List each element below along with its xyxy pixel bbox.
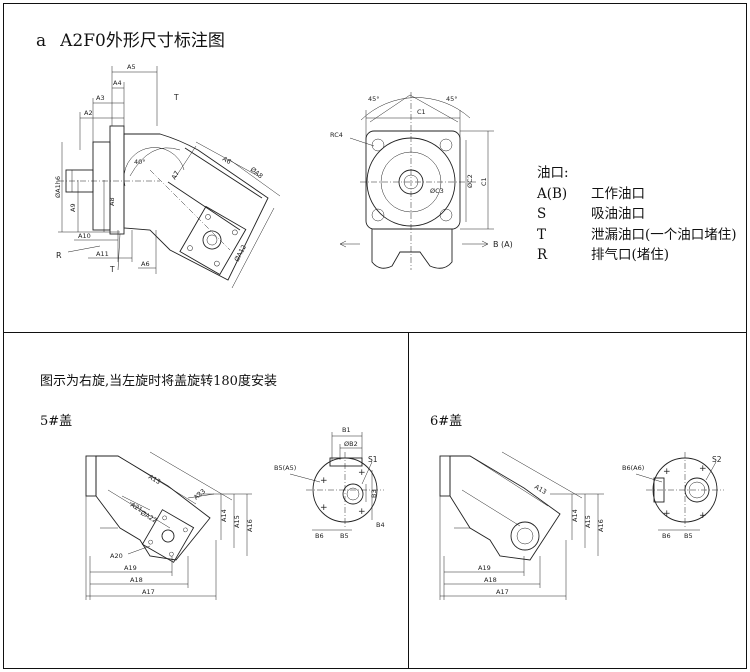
dim-a9: A9 xyxy=(69,203,77,212)
legend-key: R xyxy=(537,247,548,263)
label-t: T xyxy=(173,93,179,102)
dim-a1: ØA1h6 xyxy=(54,176,62,198)
cover6-label: 6#盖 xyxy=(430,414,463,429)
svg-text:+: + xyxy=(320,503,328,513)
label-b5-a5: B5(A5) xyxy=(274,464,296,472)
legend-item: S 吸油油口 xyxy=(537,204,737,225)
label-t2: T xyxy=(109,265,115,274)
svg-text:+: + xyxy=(663,467,671,477)
dim-a13-c6: A13 xyxy=(533,483,548,496)
legend-desc: 排气口(堵住) xyxy=(591,247,670,263)
dim-angle-left: 45° xyxy=(368,95,380,103)
label-rc4: RC4 xyxy=(330,131,343,139)
dim-a17-c6: A17 xyxy=(496,588,509,596)
dim-b3: B3 xyxy=(370,489,378,498)
dim-b2: ØB2 xyxy=(344,440,358,448)
svg-text:+: + xyxy=(699,511,707,521)
dim-c1-vertical: C1 xyxy=(480,177,488,186)
dim-b6-c6: B6 xyxy=(662,532,671,540)
legend-item: R 排气口(堵住) xyxy=(537,245,737,266)
svg-text:+: + xyxy=(663,509,671,519)
legend-key: A(B) xyxy=(537,185,568,202)
legend-desc: 泄漏油口(一个油口堵住) xyxy=(591,226,737,243)
svg-text:+: + xyxy=(699,464,707,474)
legend-item: A(B) 工作油口 xyxy=(537,184,737,205)
dim-a19-c6: A19 xyxy=(478,564,491,572)
dim-b6: B6 xyxy=(315,532,324,540)
label-r: R xyxy=(56,251,62,260)
page-title: a A2F0外形尺寸标注图 xyxy=(36,26,225,51)
dim-c1-top: C1 xyxy=(417,108,426,116)
dim-a17: A17 xyxy=(142,588,155,596)
dim-a15-c6: A15 xyxy=(584,515,592,528)
dim-b5-c6: B5 xyxy=(684,532,693,540)
dim-angle-right: 45° xyxy=(446,95,458,103)
svg-text:+: + xyxy=(320,476,328,486)
dim-b1: B1 xyxy=(342,426,351,434)
dim-b5: B5 xyxy=(340,532,349,540)
dim-a8: A8 xyxy=(108,197,116,206)
dim-a10: A10 xyxy=(78,232,91,240)
dim-a18: A18 xyxy=(130,576,143,584)
legend-desc: 工作油口 xyxy=(591,185,645,202)
dim-a14: A14 xyxy=(220,509,228,522)
dim-a4: A4 xyxy=(113,79,122,87)
cover5-label: 5#盖 xyxy=(40,414,73,429)
dim-a3: A3 xyxy=(96,94,105,102)
legend-heading: 油口: xyxy=(537,165,569,181)
legend-item: T 泄漏油口(一个油口堵住) xyxy=(537,225,737,246)
title-letter: a xyxy=(36,31,47,51)
dim-a16: A16 xyxy=(246,519,254,532)
label-b-a: B (A) xyxy=(493,240,513,249)
dim-a16-c6: A16 xyxy=(597,519,605,532)
title-text: A2F0外形尺寸标注图 xyxy=(60,31,225,51)
label-s2: S2 xyxy=(712,455,722,464)
dim-c2: ØC2 xyxy=(466,174,474,188)
dim-a7: A7 xyxy=(170,170,181,181)
dim-a11: A11 xyxy=(96,250,109,258)
legend-key: S xyxy=(537,206,547,222)
dim-a6-angled: A6 xyxy=(221,155,232,166)
svg-text:+: + xyxy=(358,468,366,478)
legend-desc: 吸油油口 xyxy=(591,206,645,222)
dim-a15: A15 xyxy=(233,515,241,528)
label-b6-a6: B6(A6) xyxy=(622,464,644,472)
dim-b4: B4 xyxy=(376,521,385,529)
dim-angle: 40° xyxy=(134,158,146,166)
dim-a6: A6 xyxy=(141,260,150,268)
dim-a5: A5 xyxy=(127,63,136,71)
label-s1: S1 xyxy=(368,455,378,464)
dim-a19: A19 xyxy=(124,564,137,572)
dim-a18-c6: A18 xyxy=(484,576,497,584)
dim-a14-c6: A14 xyxy=(571,509,579,522)
dim-c3: ØC3 xyxy=(430,187,444,195)
cover6-panel xyxy=(408,332,747,669)
port-legend: 油口: A(B) 工作油口 S 吸油油口 T 泄漏油口(一个油口堵住) R 排气口(堵住… xyxy=(537,163,737,266)
svg-text:+: + xyxy=(358,507,366,517)
dim-a20: A20 xyxy=(110,552,123,560)
legend-key: T xyxy=(537,226,547,243)
dim-a2: A2 xyxy=(84,109,93,117)
rotation-note: 图示为右旋,当左旋时将盖旋转180度安装 xyxy=(40,374,277,389)
